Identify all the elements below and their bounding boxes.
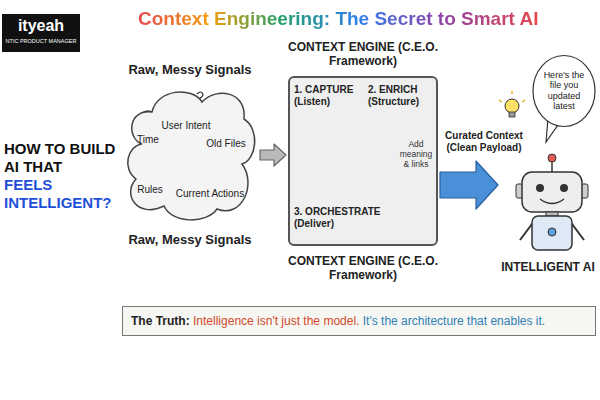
speech-bubble-text-slot: Here's the file you updated latest (539, 70, 589, 111)
band-text: Intelligence isn't just the model. (193, 314, 359, 328)
edge-label-slot: Curated Context (Clean Payload) (442, 129, 526, 155)
logo-text: ityeah (4, 17, 78, 35)
signal-cloud-text-slot: Old Files (204, 138, 248, 149)
bubble-shape (533, 56, 595, 127)
context-engine-text-slot: 2. ENRICH (Structure) (368, 84, 434, 108)
context-engine-text-slot: 1. CAPTURE (Listen) (294, 84, 364, 108)
context-engine-text-slot: CONTEXT ENGINE (C.E.O. Framework) (288, 40, 438, 69)
signal-cloud-text: Time (128, 134, 168, 145)
edge-label: Curated Context (Clean Payload) (442, 129, 526, 155)
signal-cloud-text-slot: Raw, Messy Signals (122, 232, 258, 247)
side-heading-line: HOW TO BUILD AI THAT (4, 140, 120, 176)
signal-cloud-text: Raw, Messy Signals (122, 62, 258, 77)
signal-cloud-text: Rules (130, 184, 170, 195)
diagram-title-slot: Context Engineering: The Secret to Smart… (138, 8, 596, 30)
block-arrow (260, 144, 286, 166)
signal-cloud-text: Old Files (204, 138, 248, 149)
signal-cloud: Raw, Messy SignalsTimeUser IntentOld Fil… (122, 60, 258, 292)
context-engine-text: 1. CAPTURE (Listen) (294, 84, 364, 108)
signal-cloud-text-slot: Time (128, 134, 168, 145)
logo-subtext-slot: NTIC PRODUCT MANAGER (4, 38, 78, 44)
signal-cloud-text: User Intent (159, 120, 213, 131)
intelligent-ai-robot: INTELLIGENT AI (500, 150, 596, 300)
context-engine-text: CONTEXT ENGINE (C.E.O. Framework) (288, 40, 438, 69)
speech-bubble-text: Here's the file you updated latest (539, 70, 589, 111)
logo-box: ityeahNTIC PRODUCT MANAGER (2, 14, 80, 52)
band-text: It's the architecture that enables it. (363, 314, 545, 328)
context-engine-text-slot: Add meaning & links (396, 140, 436, 169)
intelligent-ai-robot-text: INTELLIGENT AI (500, 260, 596, 274)
truth-band: The Truth: Intelligence isn't just the m… (122, 306, 596, 336)
band-text: The Truth: (131, 314, 190, 328)
context-engine-text-slot: CONTEXT ENGINE (C.E.O. Framework) (288, 254, 438, 283)
context-engine-text: Add meaning & links (396, 140, 436, 169)
cloud-outline (122, 84, 258, 224)
logo-subtext: NTIC PRODUCT MANAGER (4, 38, 78, 44)
context-engine: CONTEXT ENGINE (C.E.O. Framework) 1. CAPT… (288, 40, 438, 298)
signal-cloud-text-slot: Current Actions (172, 188, 248, 199)
side-heading-line: FEELS INTELLIGENT? (4, 176, 120, 212)
side-heading: HOW TO BUILD AI THATFEELS INTELLIGENT? (4, 140, 120, 212)
lightbulb-icon (499, 91, 525, 117)
cloud-shape (128, 92, 255, 220)
diagram-title: Context Engineering: The Secret to Smart… (138, 8, 538, 30)
context-engine-text: 2. ENRICH (Structure) (368, 84, 434, 108)
signal-cloud-text-slot: User Intent (159, 120, 213, 131)
signal-cloud-text: Raw, Messy Signals (122, 232, 258, 247)
signal-cloud-text-slot: Raw, Messy Signals (122, 62, 258, 77)
robot-figure (516, 154, 588, 250)
context-engine-text: CONTEXT ENGINE (C.E.O. Framework) (288, 254, 438, 283)
intelligent-ai-robot-text-slot: INTELLIGENT AI (500, 260, 596, 274)
signal-cloud-text-slot: Rules (130, 184, 170, 195)
context-engine-text-slot: 3. ORCHESTRATE (Deliver) (294, 206, 398, 230)
signal-cloud-text: Current Actions (172, 188, 248, 199)
context-engine-text: 3. ORCHESTRATE (Deliver) (294, 206, 398, 230)
block-arrow (440, 161, 498, 209)
logo-text-slot: ityeah (4, 17, 78, 35)
speech-bubble: Here's the file you updated latest (532, 54, 596, 128)
